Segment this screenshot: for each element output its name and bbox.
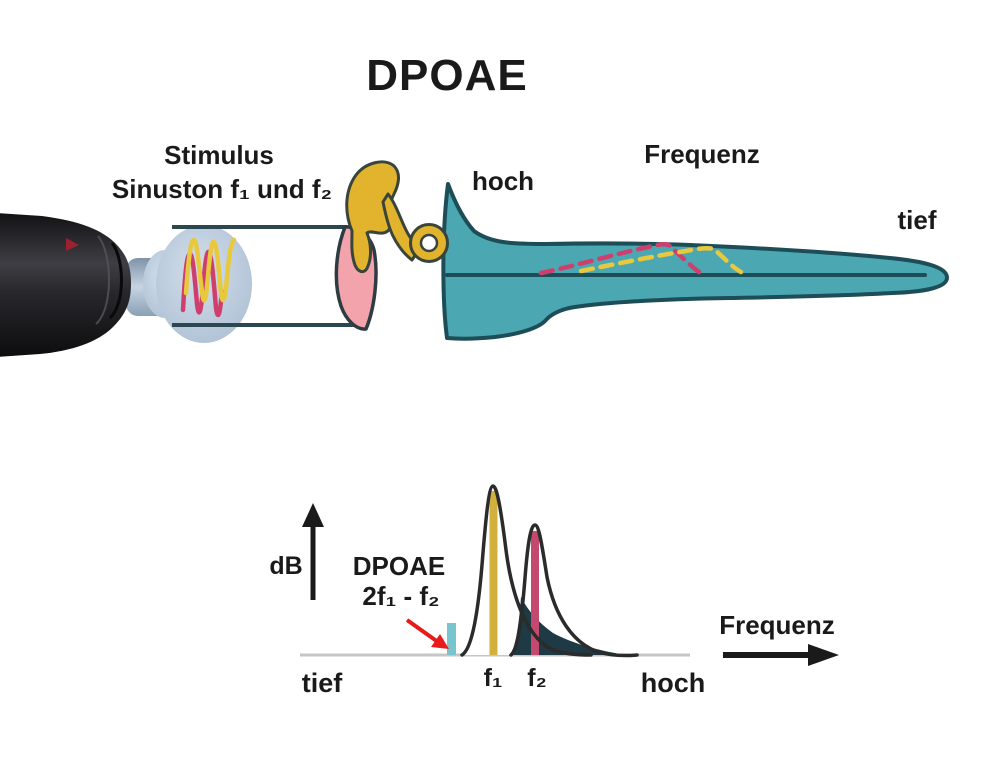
stimulus-wave-f1 bbox=[183, 237, 237, 303]
f2-peak-label: f₂ bbox=[527, 664, 547, 692]
probe-seam bbox=[95, 235, 110, 325]
frequency-label-top: Frequenz bbox=[644, 139, 760, 169]
ossicles bbox=[345, 160, 449, 274]
page-title: DPOAE bbox=[366, 51, 528, 100]
annotation-arrowhead-icon bbox=[431, 634, 449, 649]
annotation-arrow bbox=[405, 618, 449, 649]
y-axis-arrowhead-icon bbox=[302, 503, 324, 527]
freq-low-label: tief bbox=[897, 205, 937, 235]
f1-bar bbox=[489, 491, 498, 655]
f2-peak-curve bbox=[509, 523, 639, 658]
probe-marker-icon bbox=[66, 238, 79, 251]
stimulus-label-line1: Stimulus bbox=[164, 140, 274, 170]
f2-bar bbox=[531, 531, 539, 655]
annotation-arrow-shaft bbox=[405, 618, 440, 644]
x-tick-high: hoch bbox=[640, 668, 706, 698]
y-axis-label: dB bbox=[269, 552, 303, 580]
probe-seam-dark bbox=[108, 242, 123, 320]
f1-peak-label: f₁ bbox=[483, 664, 503, 692]
traveling-wave-f2 bbox=[538, 241, 702, 276]
dpoae-annotation-line2: 2f₁ - f₂ bbox=[362, 581, 440, 611]
traveling-wave-f1 bbox=[578, 245, 744, 275]
x-arrowhead-icon bbox=[808, 644, 839, 666]
f1-peak-curve bbox=[460, 484, 593, 657]
x-tick-low: tief bbox=[301, 668, 343, 698]
cochlea-body bbox=[441, 182, 949, 341]
stimulus-label-line2: Sinuston f₁ und f₂ bbox=[111, 174, 333, 204]
y-axis-arrow bbox=[302, 503, 324, 600]
freq-high-label: hoch bbox=[471, 166, 535, 196]
dpoae-annotation-line1: DPOAE bbox=[352, 551, 446, 581]
x-axis-label: Frequenz bbox=[719, 610, 835, 640]
frequency-axis-arrow bbox=[723, 644, 839, 666]
oval-window-hole bbox=[419, 233, 439, 253]
probe-body bbox=[0, 213, 131, 357]
dpoae-bar bbox=[447, 623, 456, 655]
cochlea-unrolled bbox=[441, 182, 949, 341]
